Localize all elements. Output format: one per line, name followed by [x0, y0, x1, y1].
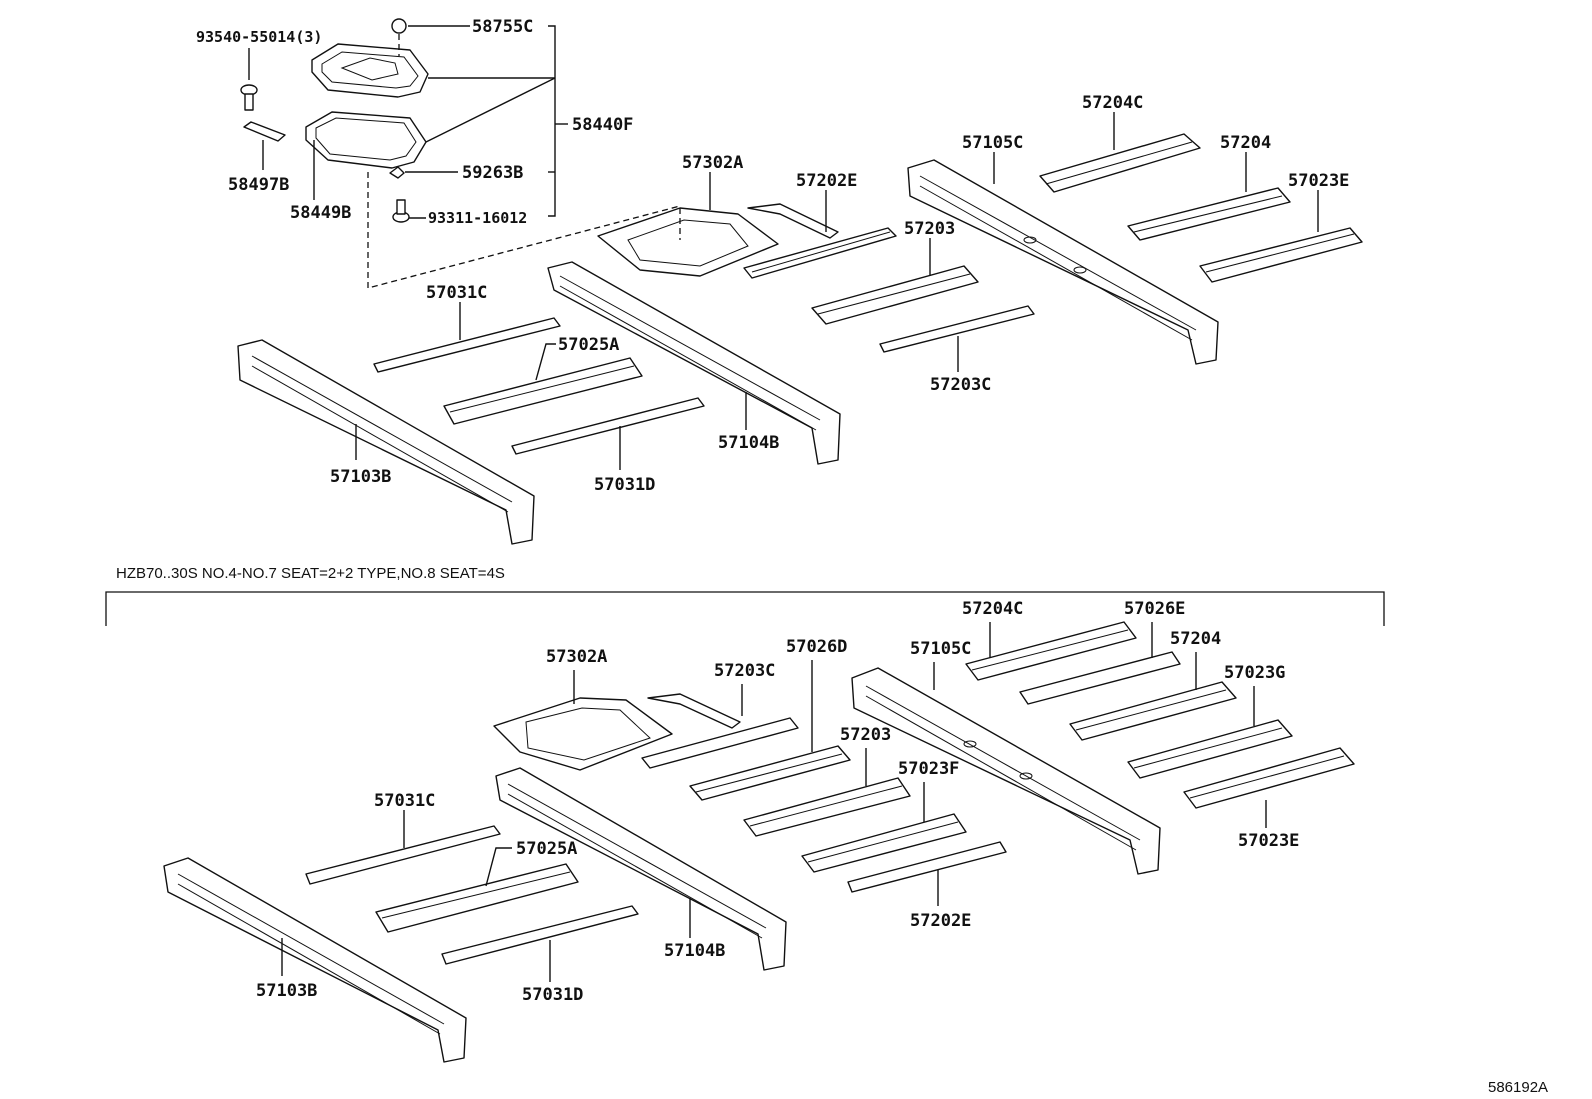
label-58440f: 58440F: [572, 115, 633, 135]
label-93540-55014: 93540-55014(3): [196, 28, 322, 46]
member-57023e-bottom: [1183, 747, 1355, 809]
member-57025a-top: [443, 357, 643, 425]
label-57202e-bottom: 57202E: [910, 911, 971, 931]
label-57203c-top: 57203C: [930, 375, 991, 395]
label-57203c-bottom: 57203C: [714, 661, 775, 681]
label-57031c-top: 57031C: [426, 283, 487, 303]
label-57026e-bottom: 57026E: [1124, 599, 1185, 619]
variant-note: HZB70..30S NO.4-NO.7 SEAT=2+2 TYPE,NO.8 …: [116, 565, 505, 582]
label-58755c: 58755C: [472, 17, 533, 37]
member-57204c-bottom: [965, 621, 1137, 681]
member-57031c-top: [373, 317, 561, 373]
member-57203-top: [811, 265, 979, 325]
member-57203-bottom: [743, 777, 911, 837]
label-57031d-bottom: 57031D: [522, 985, 583, 1005]
label-57104b-bottom: 57104B: [664, 941, 725, 961]
member-57023e-top: [1199, 227, 1363, 283]
member-57203c-top: [879, 305, 1035, 353]
label-93311-16012: 93311-16012: [428, 209, 527, 227]
bolt-93540: [240, 84, 258, 111]
member-57026e-bottom: [1019, 651, 1181, 705]
bottom-section: 57302A 57203C 57026D 57105C 57204C 57026…: [163, 599, 1355, 1063]
label-59263b: 59263B: [462, 163, 523, 183]
member-57031c-bottom: [305, 825, 501, 885]
member-57203c-bottom: [641, 693, 799, 769]
rail-57104b-top: [547, 261, 841, 465]
variant-bracket: [105, 591, 1385, 626]
label-57204c-bottom: 57204C: [962, 599, 1023, 619]
member-57202e-top: [743, 203, 897, 279]
label-57031c-bottom: 57031C: [374, 791, 435, 811]
label-57031d-top: 57031D: [594, 475, 655, 495]
member-57023f-bottom: [801, 813, 967, 873]
label-57204-top: 57204: [1220, 133, 1271, 153]
label-57105c-top: 57105C: [962, 133, 1023, 153]
member-57023g-bottom: [1127, 719, 1293, 779]
plug-58755c: [391, 18, 407, 34]
top-section: 93540-55014(3) 58755C 58440F 58497B 5844…: [196, 17, 1363, 545]
member-57025a-bottom: [375, 863, 579, 933]
member-57202e-bottom: [847, 841, 1007, 893]
label-57104b-top: 57104B: [718, 433, 779, 453]
label-57204-bottom: 57204: [1170, 629, 1221, 649]
label-57023g-bottom: 57023G: [1224, 663, 1285, 683]
panel-57302a-bottom: [493, 697, 673, 771]
label-57203-top: 57203: [904, 219, 955, 239]
clip-59263b: [389, 166, 405, 179]
label-57026d-bottom: 57026D: [786, 637, 847, 657]
figure-id: 586192A: [1488, 1079, 1548, 1096]
label-57023f-bottom: 57023F: [898, 759, 959, 779]
member-57031d-top: [511, 397, 705, 455]
label-57025a-top: 57025A: [558, 335, 619, 355]
rail-57104b-bottom: [495, 767, 787, 971]
label-57302a-bottom: 57302A: [546, 647, 607, 667]
panel-57302a: [597, 207, 779, 277]
member-57204-top: [1127, 187, 1291, 241]
label-57025a-bottom: 57025A: [516, 839, 577, 859]
member-57031d-bottom: [441, 905, 639, 965]
rail-57105c-top: [907, 159, 1219, 365]
label-57202e-top: 57202E: [796, 171, 857, 191]
member-57204-bottom: [1069, 681, 1237, 741]
label-57103b-top: 57103B: [330, 467, 391, 487]
label-58449b: 58449B: [290, 203, 351, 223]
label-57023e-top: 57023E: [1288, 171, 1349, 191]
rail-57105c-bottom: [851, 667, 1161, 875]
label-57203-bottom: 57203: [840, 725, 891, 745]
label-57204c-top: 57204C: [1082, 93, 1143, 113]
bolt-93311: [392, 199, 410, 223]
label-57103b-bottom: 57103B: [256, 981, 317, 1001]
plate-58497b: [243, 121, 286, 142]
member-57204c-top: [1039, 133, 1201, 193]
label-57302a-top: 57302A: [682, 153, 743, 173]
label-57105c-bottom: 57105C: [910, 639, 971, 659]
member-57026d-bottom: [689, 745, 851, 801]
rail-57103b-bottom: [163, 857, 467, 1063]
rail-57103b-top: [237, 339, 535, 545]
label-57023e-bottom: 57023E: [1238, 831, 1299, 851]
gasket-58449b: [305, 111, 427, 169]
label-58497b: 58497B: [228, 175, 289, 195]
cover-58440f: [311, 43, 429, 98]
